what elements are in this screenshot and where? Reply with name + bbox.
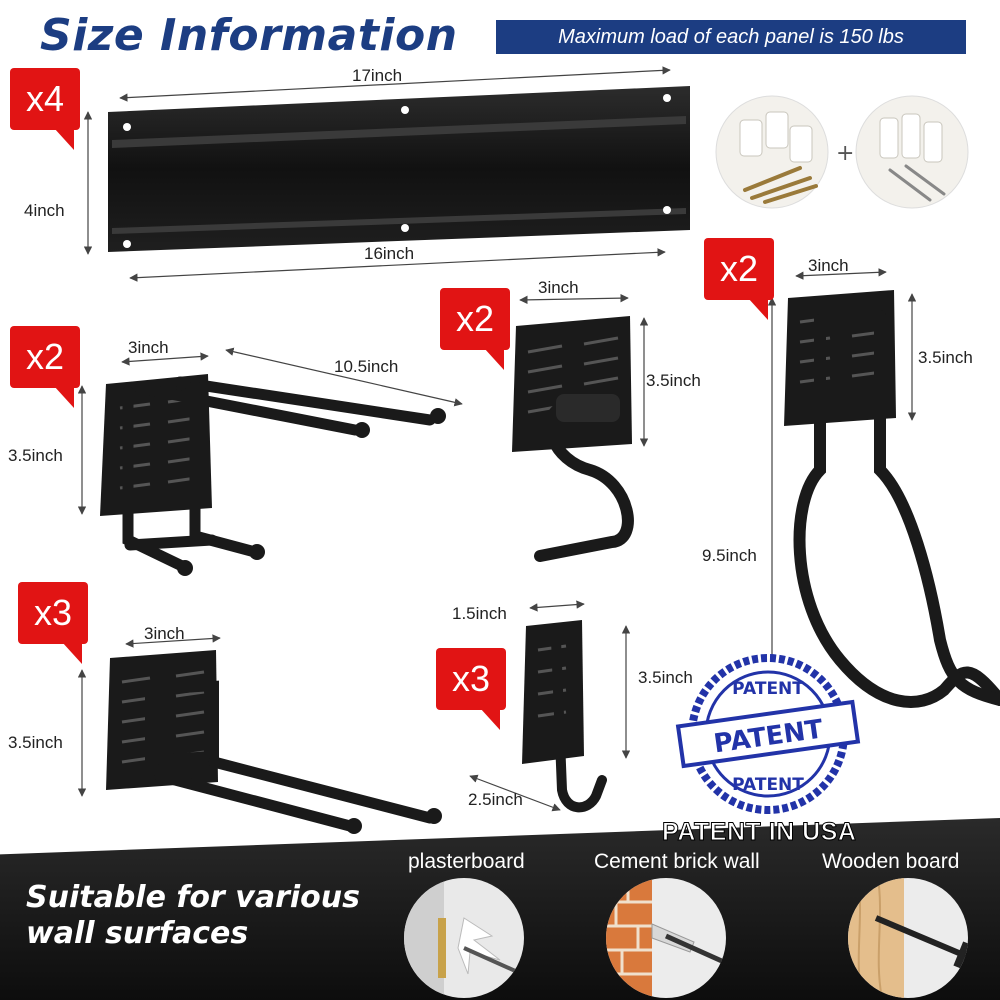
dim-small-hook-depth: 2.5inch xyxy=(468,790,523,809)
dim-panel-length-top: 17inch xyxy=(352,66,403,85)
small-hook-illustration xyxy=(522,620,607,813)
max-load-banner: Maximum load of each panel is 150 lbs xyxy=(496,20,966,54)
double-hook-illustration xyxy=(100,374,446,576)
dim-square-hook-height: 3.5inch xyxy=(8,733,63,752)
s-hook-illustration xyxy=(512,316,634,562)
surface-label-brick: Cement brick wall xyxy=(594,850,760,873)
stamp-top-text: PATENT xyxy=(732,679,804,699)
anchor-kit-illustration: + xyxy=(715,95,969,209)
dim-small-hook-height: 3.5inch xyxy=(638,668,693,687)
large-loop-hook-illustration xyxy=(784,290,1000,708)
dim-big-hook-width: 3inch xyxy=(808,256,849,275)
dim-s-hook-height: 3.5inch xyxy=(646,371,701,390)
page-title: Size Information xyxy=(40,10,458,61)
dim-s-hook-width: 3inch xyxy=(538,278,579,297)
suitable-line-1: Suitable for various xyxy=(26,880,360,915)
dim-panel-height: 4inch xyxy=(24,201,65,220)
surface-label-plasterboard: plasterboard xyxy=(408,850,525,873)
wall-panel xyxy=(108,86,690,252)
plasterboard-illustration xyxy=(404,878,524,998)
qty-badge-panel: x4 xyxy=(10,68,80,150)
dim-double-hook-depth: 10.5inch xyxy=(334,357,399,376)
dim-double-hook-height: 3.5inch xyxy=(8,446,63,465)
qty-badge-big-hook: x2 xyxy=(704,238,774,320)
suitable-heading: Suitable for various wall surfaces xyxy=(26,880,406,952)
dim-small-hook-width: 1.5inch xyxy=(452,604,507,623)
dim-double-hook-width: 3inch xyxy=(128,338,169,357)
stamp-bottom-text: PATENT xyxy=(732,775,804,795)
dim-big-hook-height: 3.5inch xyxy=(918,348,973,367)
patent-caption: PATENT IN USA xyxy=(661,818,857,847)
surface-label-wood: Wooden board xyxy=(822,850,960,873)
brick-wall-illustration xyxy=(606,878,726,998)
qty-badge-square-hook: x3 xyxy=(18,582,88,664)
qty-badge-s-hook: x2 xyxy=(440,288,510,370)
wooden-board-illustration xyxy=(848,878,968,998)
qty-badge-small-hook: x3 xyxy=(436,648,506,730)
svg-text:+: + xyxy=(836,141,854,166)
suitable-line-2: wall surfaces xyxy=(26,916,249,951)
square-hook-illustration xyxy=(106,650,442,834)
qty-badge-double-hook: x2 xyxy=(10,326,80,408)
dim-square-hook-width: 3inch xyxy=(144,624,185,643)
patent-stamp: PATENT PATENT PATENT xyxy=(675,654,861,814)
dim-panel-length-bottom: 16inch xyxy=(364,244,415,263)
dim-big-hook-depth: 9.5inch xyxy=(702,546,757,565)
